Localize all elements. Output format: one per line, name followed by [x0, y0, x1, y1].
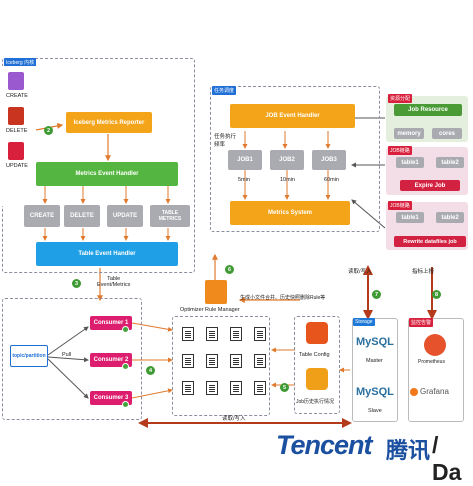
consumer-2: Consumer 2: [90, 353, 132, 367]
interval-5min: 5min: [238, 177, 250, 183]
file-icon: [182, 381, 194, 395]
update-icon: [8, 142, 24, 160]
step-5-badge: 5: [280, 383, 289, 392]
cores-box: cores: [432, 128, 462, 139]
prometheus-label: Prometheus: [418, 359, 445, 365]
file-icon: [230, 381, 242, 395]
brand-tail: / Da: [432, 432, 462, 485]
file-icon: [206, 327, 218, 341]
metrics-system: Metrics System: [230, 201, 350, 225]
tencent-logo: Tencent: [276, 430, 373, 460]
rewrite-job: Rewrite datafiles job: [394, 236, 466, 247]
iceberg-tag: Iceberg 内核: [4, 58, 37, 67]
mysql-master-logo: MySQL: [356, 336, 394, 348]
step-2-badge: 2: [44, 126, 53, 135]
rewrite-table1: table1: [396, 212, 424, 223]
pull-label: Pull: [62, 352, 72, 358]
step-7-badge: 7: [372, 290, 381, 299]
expire-job: Expire Job: [400, 180, 460, 191]
file-icon: [230, 354, 242, 368]
file-icon: [254, 381, 266, 395]
table-config-label: Table Config: [299, 352, 330, 358]
update-label: UPDATE: [6, 163, 28, 169]
file-icon: [182, 354, 194, 368]
table-event-metrics-label: Table Event/Metrics: [97, 276, 131, 288]
optimizer-panel: [172, 316, 270, 416]
mysql-slave-logo: MySQL: [356, 386, 394, 398]
expire-table1: table1: [396, 157, 424, 168]
scheduler-panel: [210, 86, 380, 232]
job-resource: Job Resource: [394, 104, 462, 116]
create-icon: [8, 72, 24, 90]
metrics-upload-label: 指标上报: [412, 269, 435, 275]
gray-update: UPDATE: [107, 205, 143, 227]
grafana-label: Grafana: [420, 387, 449, 396]
slave-label: Slave: [368, 408, 382, 414]
trigger-frequency-label: 任务执行 频率: [214, 134, 237, 148]
job1-box: JOB1: [228, 150, 262, 170]
consumer-1: Consumer 1: [90, 316, 132, 330]
rewrite-table2: table2: [436, 212, 464, 223]
master-label: Master: [366, 358, 383, 364]
create-label: CREATE: [6, 93, 28, 99]
step-6-badge: 6: [225, 265, 234, 274]
file-icon: [254, 327, 266, 341]
rule-note: 生成小文件合并、历史快照删除Rule等: [240, 295, 326, 301]
file-icon: [182, 327, 194, 341]
delete-label: DELETE: [6, 128, 28, 134]
interval-10min: 10min: [280, 177, 295, 183]
gray-create: CREATE: [24, 205, 60, 227]
grafana-icon: [410, 388, 418, 396]
interval-60min: 60min: [324, 177, 339, 183]
optimizer-icon: [205, 280, 227, 304]
step-3-badge: 3: [72, 279, 81, 288]
monitor-tag: 监控告警: [409, 318, 434, 327]
storage-tag: Storage: [353, 318, 375, 326]
rewrite-tag: JOB链路: [388, 201, 412, 210]
consumer-3: Consumer 3: [90, 391, 132, 405]
gray-delete: DELETE: [64, 205, 100, 227]
job3-box: JOB3: [312, 150, 346, 170]
consumer-panel: [2, 298, 142, 420]
file-icon: [206, 381, 218, 395]
consumer-1-icon: [122, 326, 129, 333]
step-4-badge: 4: [146, 366, 155, 375]
resource-tag: 资源分配: [388, 94, 413, 103]
topic-partition: topic/partition: [10, 345, 48, 367]
metrics-reporter: Iceberg Metrics Reporter: [66, 112, 152, 133]
storage-panel: [352, 318, 398, 422]
file-icon: [254, 354, 266, 368]
prometheus-icon: [424, 334, 446, 356]
file-icon: [230, 327, 242, 341]
step-8-badge: 8: [432, 290, 441, 299]
optimizer-label: Optimizer Rule Manager: [180, 307, 240, 313]
tencent-cn-logo: 腾讯: [386, 438, 431, 463]
job2-box: JOB2: [270, 150, 304, 170]
job-event-handler: JOB Event Handler: [230, 104, 355, 128]
rw-label-top: 读取/写入: [348, 269, 372, 275]
expire-table2: table2: [436, 157, 464, 168]
memory-box: memory: [394, 128, 424, 139]
scheduler-tag: 任务调度: [212, 86, 237, 95]
job-history-label: Job历史执行情况: [296, 399, 335, 405]
job-history-icon: [306, 368, 328, 390]
consumer-3-icon: [122, 401, 129, 408]
table-event-handler: Table Event Handler: [36, 242, 178, 266]
consumer-2-icon: [122, 363, 129, 370]
metrics-event-handler: Metrics Event Handler: [36, 162, 178, 186]
delete-icon: [8, 107, 24, 125]
file-icon: [206, 354, 218, 368]
rw-label-bottom: 读取/写入: [222, 416, 246, 422]
gray-table-metrics: TABLE METRICS: [150, 205, 190, 227]
expire-tag: JOB链路: [388, 146, 412, 155]
table-config-icon: [306, 322, 328, 344]
config-panel: [294, 316, 340, 414]
